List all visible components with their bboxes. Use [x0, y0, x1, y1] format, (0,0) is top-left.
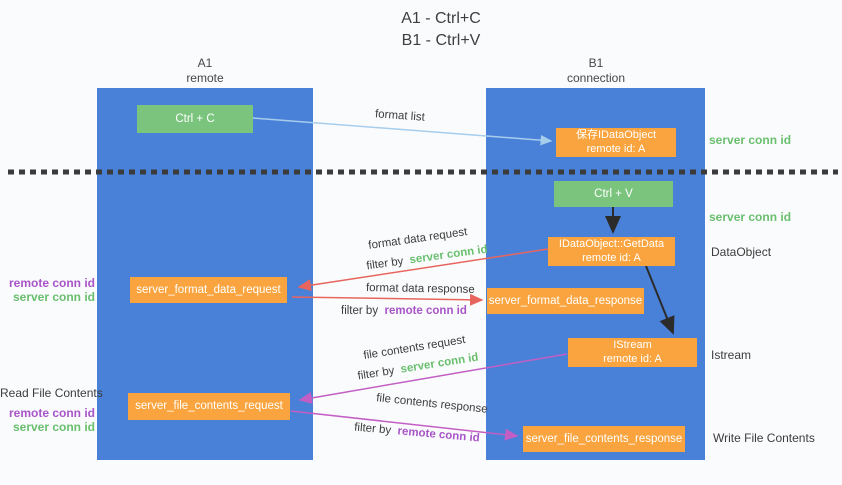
server-conn-id-label-left-top: server conn id: [12, 290, 95, 305]
istream-line1: IStream: [613, 338, 652, 351]
filter-prefix-2: filter by: [341, 305, 382, 317]
diagram-title: A1 - Ctrl+C B1 - Ctrl+V: [341, 8, 541, 51]
format-data-response-arrow: [291, 293, 484, 306]
read-file-contents-label: Read File Contents: [0, 386, 103, 400]
left-conn-id-block-bottom: remote conn id server conn id: [0, 406, 95, 435]
format-data-response-label: format data response: [365, 282, 475, 296]
server-file-contents-request-label: server_file_contents_request: [135, 400, 283, 413]
server-conn-id-label-left-bottom: server conn id: [12, 420, 95, 435]
istream-box: IStream remote id: A: [568, 338, 697, 367]
title-line-b1: B1 - Ctrl+V: [401, 31, 481, 49]
ctrl-v-label: Ctrl + V: [594, 187, 633, 200]
dataobject-label: DataObject: [711, 245, 772, 259]
ctrl-c-label: Ctrl + C: [175, 112, 215, 125]
istream-side-label: Istream: [711, 348, 752, 362]
filter-key-remote-1: remote conn id: [384, 305, 467, 317]
title-line-a1: A1 - Ctrl+C: [401, 10, 481, 27]
server-file-contents-response-box: server_file_contents_response: [523, 426, 685, 452]
write-file-contents-label: Write File Contents: [713, 431, 815, 445]
server-conn-id-label-top: server conn id: [709, 133, 792, 147]
server-conn-id-label-mid: server conn id: [709, 210, 792, 224]
server-format-data-response-box: server_format_data_response: [487, 288, 644, 314]
remote-conn-id-label-top: remote conn id: [8, 276, 95, 290]
ctrl-v-box: Ctrl + V: [554, 181, 673, 207]
ctrl-c-box: Ctrl + C: [137, 105, 253, 133]
lifeline-b1-name: B1: [588, 56, 604, 70]
server-format-data-response-label: server_format_data_response: [488, 294, 643, 307]
getdata-box: IDataObject::GetData remote id: A: [548, 237, 675, 266]
left-conn-id-block-top: remote conn id server conn id: [0, 276, 95, 305]
server-file-contents-response-label: server_file_contents_response: [525, 432, 683, 445]
format-list-arrow: [252, 117, 553, 146]
server-format-data-request-box: server_format_data_request: [130, 277, 287, 303]
lifeline-a1-name: A1: [197, 56, 213, 70]
server-file-contents-request-box: server_file_contents_request: [128, 393, 290, 420]
getdata-line2: remote id: A: [582, 251, 641, 264]
format-data-request-arrow: [297, 248, 549, 292]
server-format-data-request-label: server_format_data_request: [136, 283, 281, 296]
filter-by-remote-conn-id-label-1: filter by remote conn id: [341, 305, 467, 317]
lifeline-a1-role: remote: [186, 71, 224, 85]
getdata-to-istream-arrow: [645, 265, 675, 335]
lifeline-header-a1: A1 remote: [145, 56, 265, 86]
lifeline-b1-role: connection: [566, 71, 626, 85]
file-contents-request-arrow: [298, 353, 568, 404]
getdata-line1: IDataObject::GetData: [558, 237, 665, 250]
remote-conn-id-label-bottom: remote conn id: [8, 406, 95, 420]
istream-line2: remote id: A: [603, 352, 662, 365]
lifeline-header-b1: B1 connection: [536, 56, 656, 86]
save-dataobject-line2: remote id: A: [586, 142, 646, 155]
save-dataobject-line1: 保存IDataObject: [575, 128, 657, 141]
file-contents-response-arrow: [290, 410, 519, 441]
save-dataobject-box: 保存IDataObject remote id: A: [556, 128, 676, 157]
